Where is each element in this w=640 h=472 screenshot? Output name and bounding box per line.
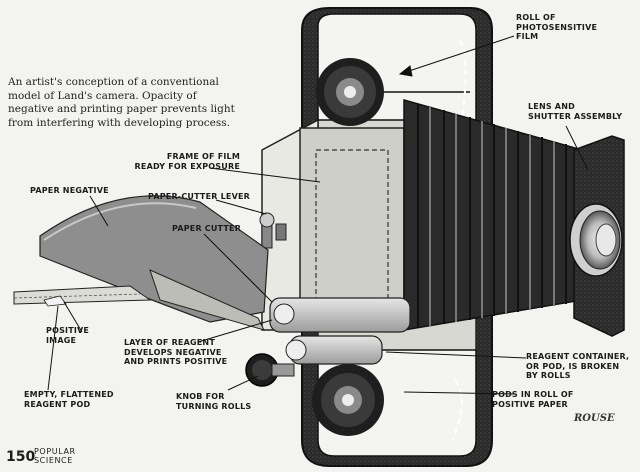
- turning-knob: [245, 353, 295, 387]
- bellows: [403, 99, 583, 331]
- magazine-name: POPULAR SCIENCE: [34, 447, 76, 465]
- label-frame-of-film: FRAME OF FILM READY FOR EXPOSURE: [134, 152, 240, 171]
- paper-roll-bottom: [312, 349, 477, 457]
- film-roll-top: [316, 13, 477, 126]
- label-layer-of-reagent: LAYER OF REAGENT DEVELOPS NEGATIVE AND P…: [124, 338, 228, 366]
- positive-image-strip: [13, 285, 152, 307]
- label-pods-in-roll: PODS IN ROLL OF POSITIVE PAPER: [492, 390, 574, 409]
- leader-lines: [47, 35, 589, 395]
- paper-negative: [39, 195, 269, 331]
- label-positive-image: POSITIVE IMAGE: [46, 326, 90, 345]
- label-roll-of-film: ROLL OF PHOTOSENSITIVE FILM: [516, 13, 598, 41]
- label-lens-shutter: LENS AND SHUTTER ASSEMBLY: [528, 102, 623, 121]
- rollers: [269, 297, 411, 365]
- film-frame: [299, 127, 405, 329]
- label-paper-cutter: PAPER CUTTER: [172, 224, 242, 233]
- caption: An artist's conception of a conventional…: [8, 76, 235, 129]
- label-reagent-container: REAGENT CONTAINER, OR POD, IS BROKEN BY …: [526, 352, 630, 380]
- label-paper-negative: PAPER NEGATIVE: [30, 186, 109, 195]
- label-paper-cutter-lever: PAPER-CUTTER LEVER: [148, 192, 250, 201]
- lens-assembly: [569, 135, 625, 337]
- artist-signature: ROUSE: [574, 413, 615, 424]
- paper-cutter-lever: [259, 212, 287, 249]
- label-knob: KNOB FOR TURNING ROLLS: [176, 392, 252, 411]
- label-empty-pod: EMPTY, FLATTENED REAGENT POD: [24, 390, 114, 409]
- page-number: 150: [6, 449, 36, 465]
